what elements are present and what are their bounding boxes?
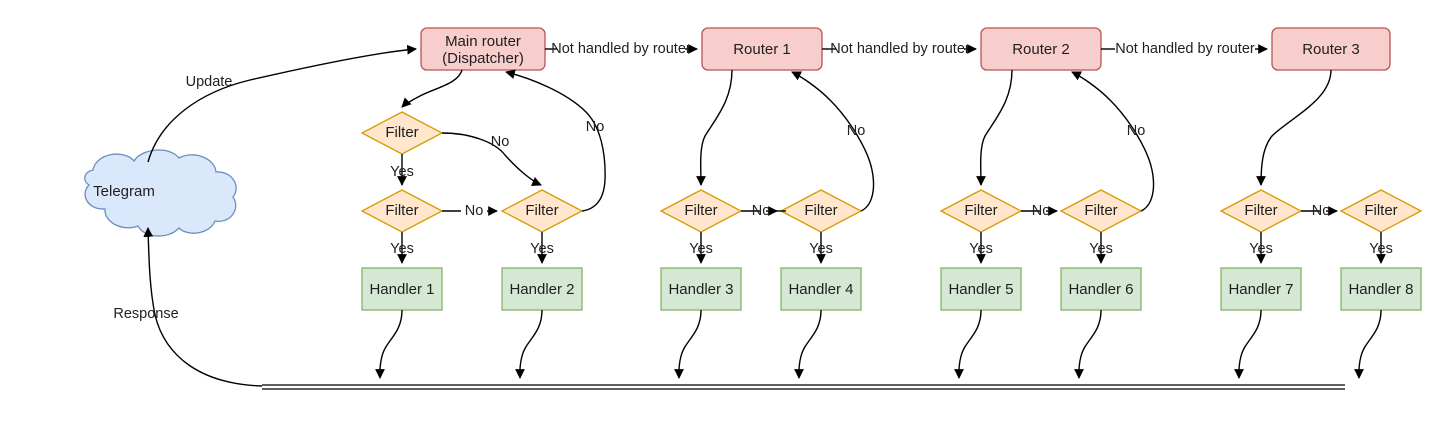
router-3-label: Router 3 [1302, 41, 1360, 58]
edge-main-to-filter-a1 [401, 69, 463, 108]
handler-2-label: Handler 2 [509, 281, 574, 298]
telegram-cloud[interactable]: Telegram [84, 149, 237, 237]
edge-update [147, 44, 417, 163]
node-filter-d2[interactable]: Filter [1339, 189, 1423, 233]
node-filter-c2[interactable]: Filter [1059, 189, 1143, 233]
edge-label-not-handled-2: Not handled by router [830, 41, 970, 57]
node-filter-a1[interactable]: Filter [360, 111, 444, 155]
node-handler-5[interactable]: Handler 5 [940, 267, 1022, 311]
edge-label-no-b-back: No [847, 123, 866, 139]
handler-1-label: Handler 1 [369, 281, 434, 298]
edge-label-update: Update [186, 74, 233, 90]
main-router-label-line1: Main router [445, 33, 521, 50]
edge-response [143, 227, 263, 387]
handler-4-label: Handler 4 [788, 281, 853, 298]
node-handler-3[interactable]: Handler 3 [660, 267, 742, 311]
node-handler-6[interactable]: Handler 6 [1060, 267, 1142, 311]
router-2-label: Router 2 [1012, 41, 1070, 58]
filter-b1-label: Filter [684, 202, 717, 219]
cloud-label: Telegram [93, 183, 155, 200]
node-handler-8[interactable]: Handler 8 [1340, 267, 1422, 311]
edge-label-no-a-top: No [491, 134, 510, 150]
node-main-router[interactable]: Main router (Dispatcher) [420, 27, 546, 71]
node-handler-4[interactable]: Handler 4 [780, 267, 862, 311]
edge-label-yes-b1: Yes [689, 241, 713, 257]
filter-b2-label: Filter [804, 202, 837, 219]
edge-handler2-to-bus [515, 309, 543, 379]
edge-label-response: Response [113, 306, 178, 322]
edge-filter-b2-no-back [791, 71, 875, 212]
node-filter-c1[interactable]: Filter [939, 189, 1023, 233]
node-filter-d1[interactable]: Filter [1219, 189, 1303, 233]
edge-label-no-b-side: No [752, 203, 771, 219]
filter-c1-label: Filter [964, 202, 997, 219]
node-filter-b2[interactable]: Filter [779, 189, 863, 233]
filter-a3-label: Filter [525, 202, 558, 219]
filter-d2-label: Filter [1364, 202, 1397, 219]
node-filter-a3[interactable]: Filter [500, 189, 584, 233]
edge-handler8-to-bus [1354, 309, 1382, 379]
handler-1-box [361, 267, 443, 311]
handler-8-box [1340, 267, 1422, 311]
edge-filter-c2-no-back [1071, 71, 1155, 212]
filter-a2-label: Filter [385, 202, 418, 219]
edge-router2-to-filter-c1 [976, 69, 1013, 186]
edge-label-yes-b2: Yes [809, 241, 833, 257]
edge-label-no-a-mid: No [465, 203, 484, 219]
filter-a1-label: Filter [385, 124, 418, 141]
handler-7-box [1220, 267, 1302, 311]
edge-label-yes-a2: Yes [390, 241, 414, 257]
handler-3-label: Handler 3 [668, 281, 733, 298]
handler-4-box [780, 267, 862, 311]
edge-handler3-to-bus [674, 309, 702, 379]
edge-filter-a1-no [441, 132, 542, 187]
node-filter-a2[interactable]: Filter [360, 189, 444, 233]
node-handler-1[interactable]: Handler 1 [361, 267, 443, 311]
edge-label-yes-d2: Yes [1369, 241, 1393, 257]
handler-3-box [660, 267, 742, 311]
node-router-1[interactable]: Router 1 [701, 27, 823, 71]
node-filter-b1[interactable]: Filter [659, 189, 743, 233]
edge-label-yes-a1: Yes [390, 164, 414, 180]
edge-router3-to-filter-d1 [1256, 69, 1332, 186]
handler-6-box [1060, 267, 1142, 311]
edge-label-no-a-back: No [586, 119, 605, 135]
edge-label-no-c-side: No [1032, 203, 1051, 219]
node-handler-7[interactable]: Handler 7 [1220, 267, 1302, 311]
edge-label-yes-c2: Yes [1089, 241, 1113, 257]
edge-handler6-to-bus [1074, 309, 1102, 379]
edge-handler7-to-bus [1234, 309, 1262, 379]
edge-handler5-to-bus [954, 309, 982, 379]
edge-label-yes-d1: Yes [1249, 241, 1273, 257]
edge-label-not-handled-1: Not handled by router [551, 41, 691, 57]
node-router-3[interactable]: Router 3 [1271, 27, 1391, 71]
node-handler-2[interactable]: Handler 2 [501, 267, 583, 311]
edge-label-no-c-back: No [1127, 123, 1146, 139]
handler-7-label: Handler 7 [1228, 281, 1293, 298]
edge-label-yes-c1: Yes [969, 241, 993, 257]
handler-6-label: Handler 6 [1068, 281, 1133, 298]
router-1-label: Router 1 [733, 41, 791, 58]
handler-8-label: Handler 8 [1348, 281, 1413, 298]
main-router-label-line2: (Dispatcher) [442, 50, 524, 67]
handler-5-label: Handler 5 [948, 281, 1013, 298]
handler-2-box [501, 267, 583, 311]
edge-handler1-to-bus [375, 309, 403, 379]
edge-label-yes-a3: Yes [530, 241, 554, 257]
edge-filter-a3-no-back [505, 69, 606, 212]
edge-label-not-handled-3: Not handled by router [1115, 41, 1255, 57]
edge-handler4-to-bus [794, 309, 822, 379]
filter-c2-label: Filter [1084, 202, 1117, 219]
edge-router1-to-filter-b1 [696, 69, 733, 186]
edge-label-no-d-side: No [1312, 203, 1331, 219]
node-router-2[interactable]: Router 2 [980, 27, 1102, 71]
cloud-shape [84, 149, 237, 237]
response-bus [262, 384, 1345, 390]
filter-d1-label: Filter [1244, 202, 1277, 219]
